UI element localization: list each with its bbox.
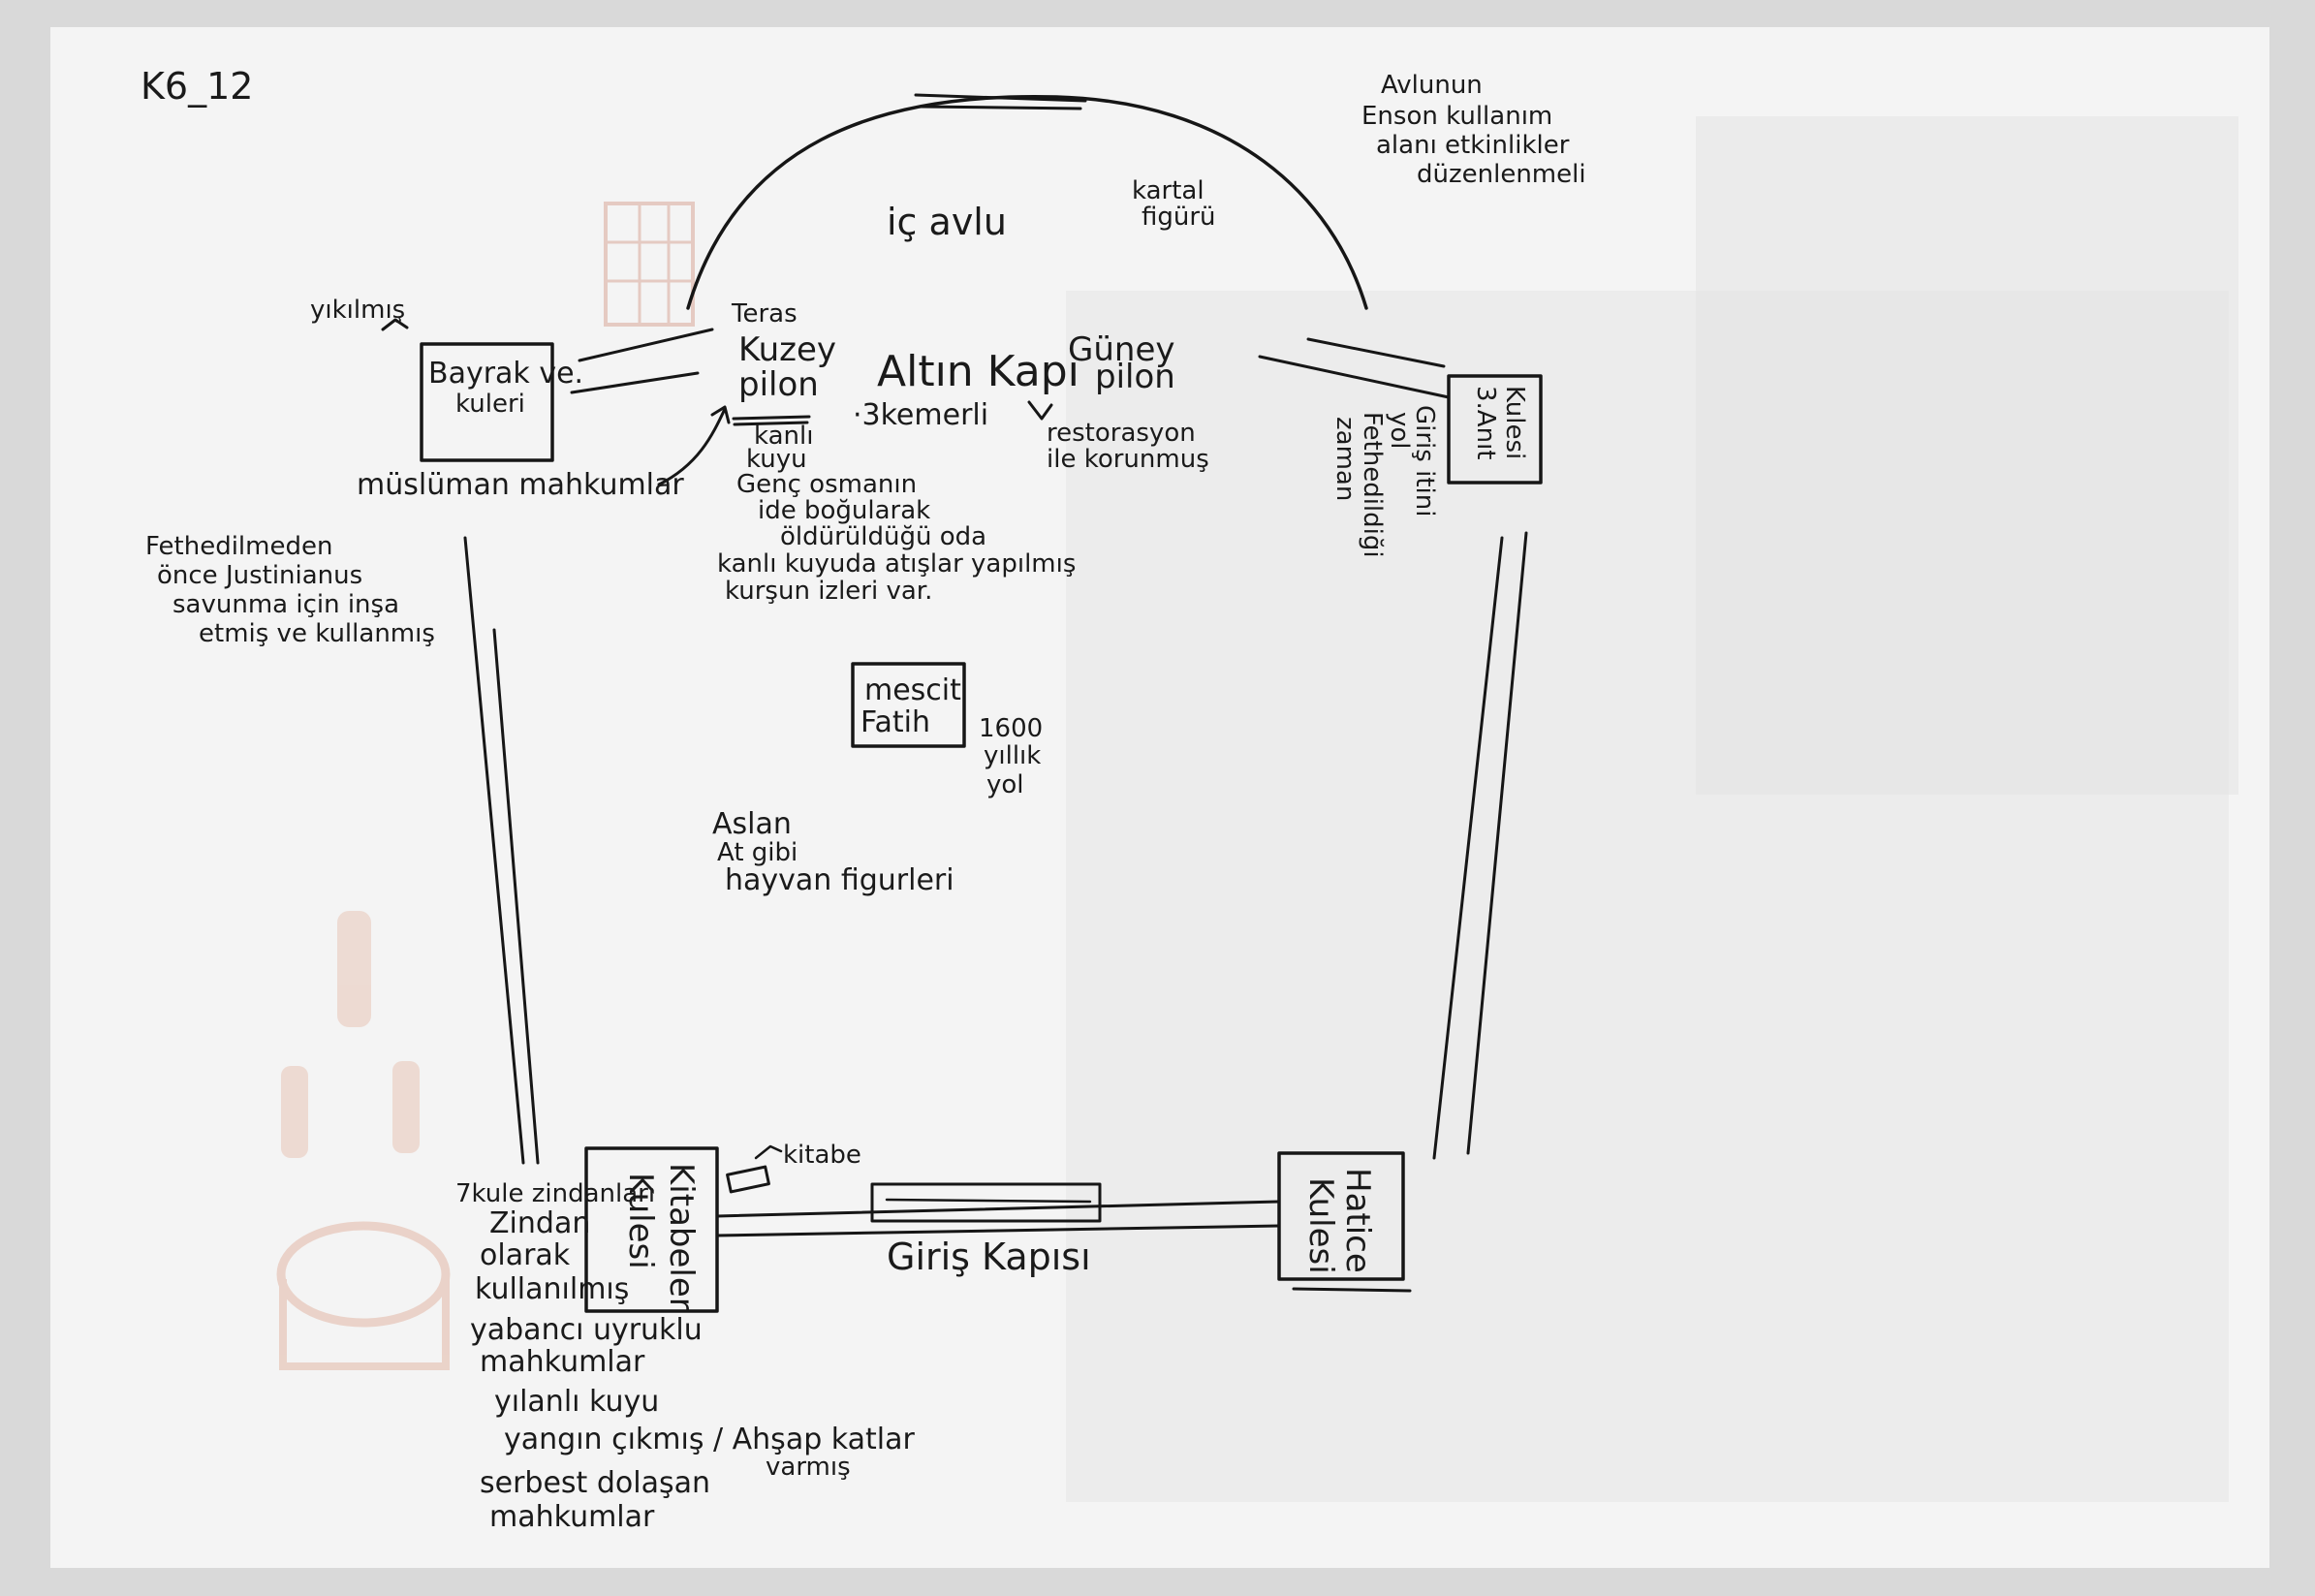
north-pylon-label: Kuzey [738, 330, 836, 369]
terrace-label: Teras [731, 299, 798, 329]
tower-hatice-label-2: Kulesi [1301, 1177, 1340, 1274]
avlu-note-line: Enson kullanım [1361, 102, 1552, 131]
fethedilmeden-line: Fethedilmeden [145, 532, 332, 561]
year-label: yol [986, 770, 1024, 799]
genc-osman-line: Genç osmanın [736, 470, 917, 499]
mosque-label: Fatih [860, 705, 930, 739]
giris-yolu-line: yol [1385, 412, 1414, 450]
fethedilmeden-line: savunma için inşa [172, 590, 399, 619]
yedikule-line: Zindan [489, 1206, 590, 1240]
avlu-note-line: alanı etkinlikler [1376, 131, 1570, 160]
restoration-label: restorasyon [1047, 419, 1196, 448]
tower-uc-anit-label-2: Kulesi [1500, 386, 1529, 459]
free-prisoners-label: serbest dolaşan [480, 1466, 710, 1500]
mosque-label: mescit [864, 673, 961, 707]
animal-figures-label: hayvan figurleri [725, 863, 954, 897]
three-arches-label: ·3kemerli [853, 398, 988, 432]
fire-label: varmış [766, 1453, 851, 1482]
eagle-figure-label: kartal [1132, 176, 1204, 205]
snake-well-label: yılanlı kuyu [494, 1385, 659, 1419]
fethedilmeden-line: önce Justinianus [157, 561, 362, 590]
giris-yolu-line: zaman [1330, 417, 1360, 501]
year-label: 1600 [979, 714, 1043, 743]
genc-osman-line: ide boğularak [758, 496, 930, 525]
foreign-prisoners-label: yabancı uyruklu [470, 1313, 703, 1347]
fire-label: yangın çıkmış / Ahşap katlar [504, 1423, 915, 1456]
genc-osman-line: öldürüldüğü oda [780, 522, 986, 551]
yedikule-line: 7kule zindanları [455, 1179, 655, 1208]
muslim-prisoners-label: müslüman mahkumlar [357, 468, 684, 502]
genc-osman-line: kanlı kuyuda atışlar yapılmış [717, 549, 1076, 579]
demolished-label: yıkılmış [310, 296, 405, 325]
south-pylon-label: pilon [1095, 358, 1175, 396]
tower-hatice-label-1: Hatice [1338, 1168, 1377, 1273]
giris-yolu-line: Fethedildiği [1358, 412, 1387, 558]
tower-bayrak-label-2: kuleri [455, 390, 525, 419]
tower-bayrak-label-1: Bayrak ve. [428, 357, 583, 391]
hatice-base-line [1294, 1289, 1410, 1291]
inner-court-label: iç avlu [887, 201, 1007, 243]
inscription-label: kitabe [783, 1141, 861, 1170]
yedikule-line: olarak [480, 1238, 571, 1272]
restoration-label: ile korunmuş [1047, 445, 1209, 474]
foreign-prisoners-label: mahkumlar [480, 1345, 645, 1379]
genc-osman-line: kurşun izleri var. [725, 577, 932, 606]
north-pylon-label: pilon [738, 365, 819, 404]
sheet-code: K6_12 [141, 65, 253, 108]
yedikule-line: kullanılmış [475, 1272, 629, 1306]
free-prisoners-label: mahkumlar [489, 1500, 655, 1534]
paper-shadow [1696, 116, 2238, 795]
year-label: yıllık [984, 741, 1041, 770]
tower-uc-anit-label-1: 3.Anıt [1471, 386, 1500, 460]
avlu-note-line: düzenlenmeli [1417, 160, 1586, 189]
fethedilmeden-line: etmiş ve kullanmış [199, 619, 435, 648]
entrance-gate-label: Giriş Kapısı [887, 1236, 1091, 1278]
avlu-note-line: Avlunun [1381, 71, 1483, 100]
eagle-figure-label: figürü [1142, 203, 1216, 232]
animal-figures-label: Aslan [712, 807, 792, 841]
tower-kitabeler-label-1: Kitabeler [662, 1163, 701, 1311]
golden-gate-title: Altın Kapı [877, 347, 1079, 396]
